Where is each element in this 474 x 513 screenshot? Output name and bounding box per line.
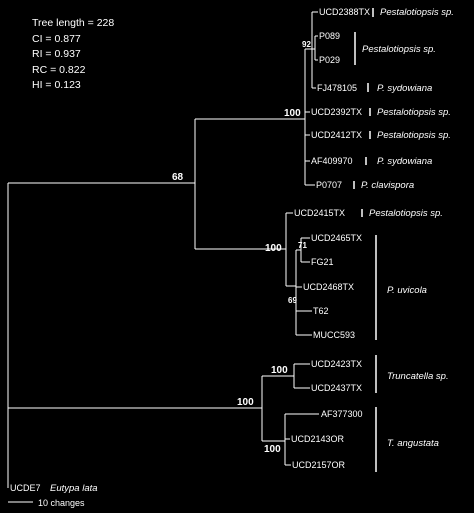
tree-branches <box>7 11 319 488</box>
taxon-label: P029 <box>319 55 340 65</box>
bootstrap-value: 68 <box>172 172 184 183</box>
species-label: Pestalotiopsis sp. <box>380 7 454 18</box>
species-labels: Pestalotiopsis sp. Pestalotiopsis sp. P.… <box>50 7 454 494</box>
scale-bar-label: 10 changes <box>38 498 85 508</box>
taxon-label: UCD2143OR <box>291 434 345 444</box>
species-label: Pestalotiopsis sp. <box>377 130 451 141</box>
bootstrap-value: 92 <box>302 40 311 49</box>
taxon-label: MUCC593 <box>313 330 355 340</box>
taxon-label: UCD2392TX <box>311 107 362 117</box>
tree-length-stat: Tree length = 228 <box>32 17 115 29</box>
taxon-label: UCD2423TX <box>311 359 362 369</box>
taxon-label: AF377300 <box>321 409 363 419</box>
taxon-label: AF409970 <box>311 156 353 166</box>
bootstrap-value: 100 <box>271 365 288 376</box>
bootstrap-value: 100 <box>264 444 281 455</box>
species-label: Pestalotiopsis sp. <box>369 208 443 219</box>
bootstrap-value: 71 <box>298 241 307 250</box>
taxon-label: UCD2157OR <box>292 460 346 470</box>
ri-stat: RI = 0.937 <box>32 48 81 60</box>
hi-stat: HI = 0.123 <box>32 79 81 91</box>
taxon-label: FG21 <box>311 257 334 267</box>
species-label: T. angustata <box>387 438 439 449</box>
tree-statistics: Tree length = 228 CI = 0.877 RI = 0.937 … <box>32 16 114 94</box>
rc-stat: RC = 0.822 <box>32 63 86 76</box>
species-label: Pestalotiopsis sp. <box>377 107 451 118</box>
taxon-label: UCD2465TX <box>311 233 362 243</box>
scale-bar: 10 changes <box>8 498 85 508</box>
species-label: Pestalotiopsis sp. <box>362 44 436 55</box>
taxon-label: P089 <box>319 31 340 41</box>
species-label: P. uvicola <box>387 285 427 296</box>
taxon-label: UCD2412TX <box>311 130 362 140</box>
species-label: P. clavispora <box>361 180 414 191</box>
species-label: P. sydowiana <box>377 83 432 94</box>
taxon-label: UCD2415TX <box>294 208 345 218</box>
bootstrap-value: 100 <box>284 108 301 119</box>
species-label: Eutypa lata <box>50 483 98 494</box>
taxon-label: P0707 <box>316 180 342 190</box>
species-label: P. sydowiana <box>377 156 432 167</box>
taxon-label: UCD2388TX <box>319 7 370 17</box>
bootstrap-value: 100 <box>265 243 282 254</box>
bootstrap-value: 100 <box>237 397 254 408</box>
species-label: Truncatella sp. <box>387 371 449 382</box>
taxon-label: T62 <box>313 306 329 316</box>
taxon-label: FJ478105 <box>317 83 357 93</box>
clade-bars <box>353 8 377 472</box>
taxon-label: UCDE7 <box>10 483 41 493</box>
taxon-labels: UCD2388TX P089 P029 FJ478105 UCD2392TX U… <box>10 7 370 493</box>
bootstrap-values: 92 100 68 100 71 69 100 100 100 <box>172 40 311 455</box>
taxon-label: UCD2437TX <box>311 383 362 393</box>
ci-stat: CI = 0.877 <box>32 32 81 45</box>
bootstrap-value: 69 <box>288 296 297 305</box>
taxon-label: UCD2468TX <box>303 282 354 292</box>
